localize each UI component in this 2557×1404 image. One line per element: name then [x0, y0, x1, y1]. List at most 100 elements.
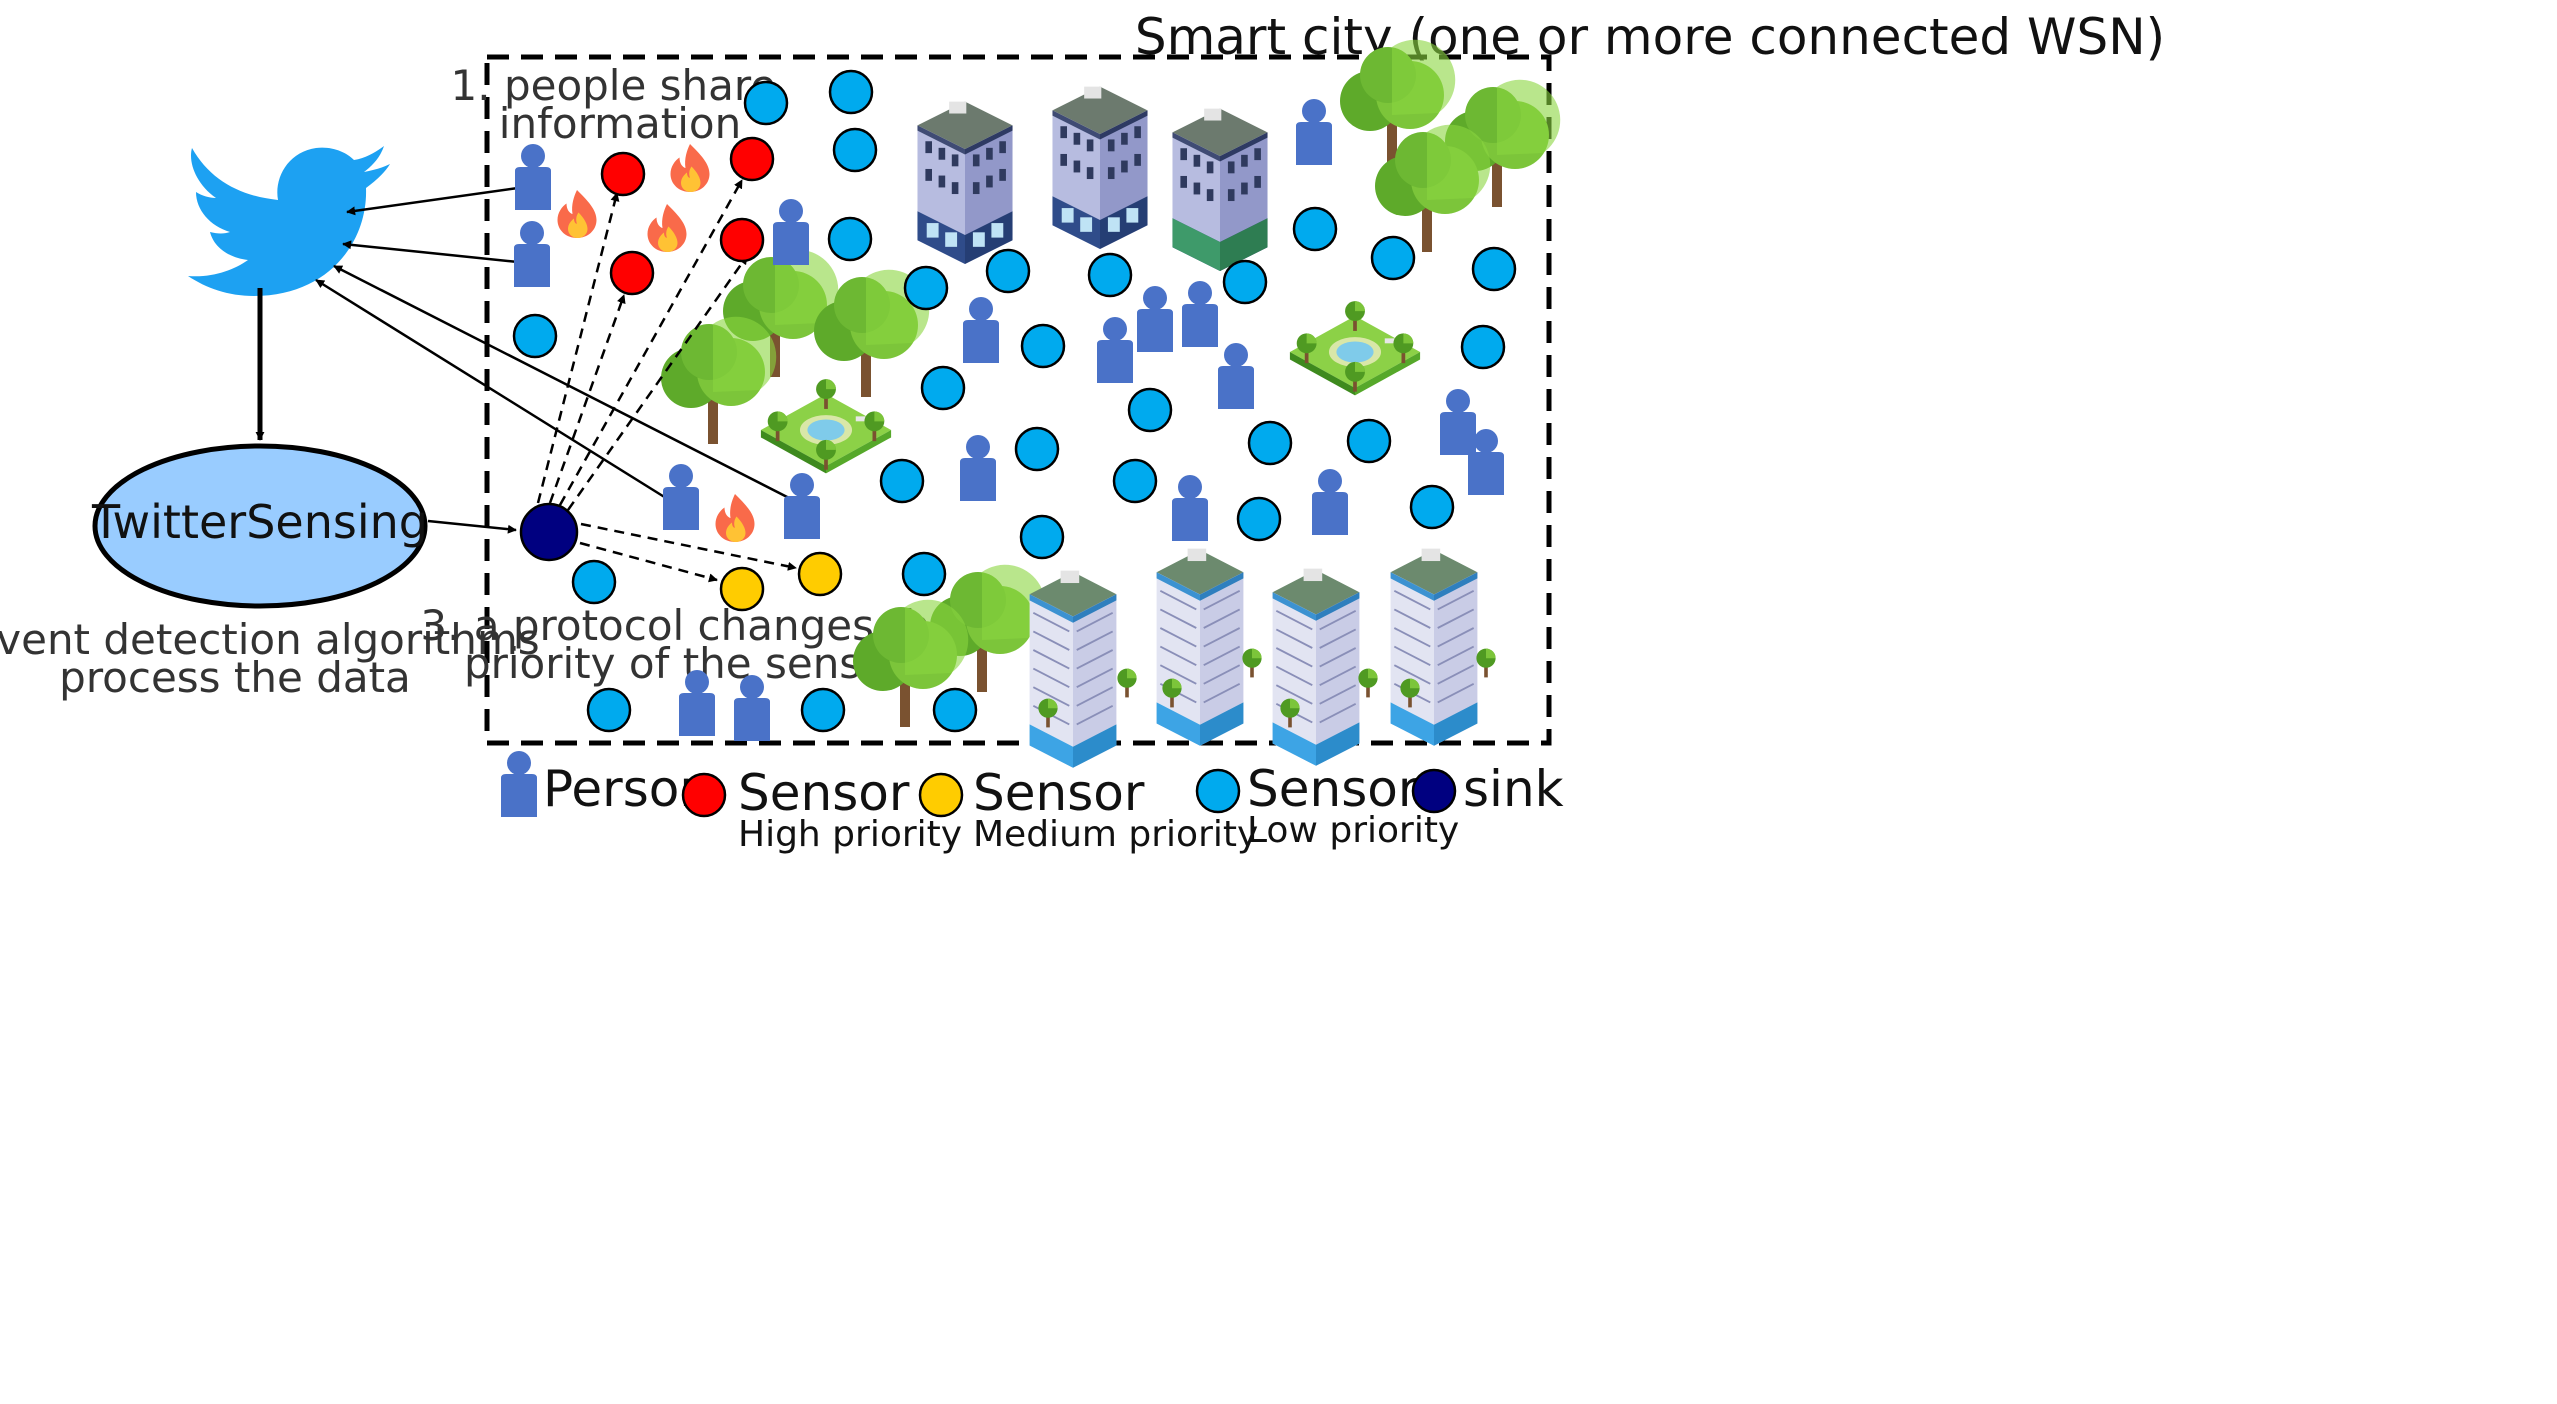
arrow-sink-to-sensor: [548, 294, 626, 504]
sensor-low-priority: [743, 80, 789, 126]
sensor-high-priority: [729, 136, 775, 182]
sensor-low-priority: [1014, 426, 1060, 472]
sensor-low-priority: [800, 687, 846, 733]
sensor-low-priority: [1019, 514, 1065, 560]
legend-low-sub: Low priority: [1247, 810, 1459, 851]
sensor-low-priority: [903, 265, 949, 311]
tree-icon: [1242, 648, 1262, 678]
arrow-person-to-twitter: [346, 186, 519, 216]
person-icon: [1312, 469, 1348, 535]
person-icon: [960, 435, 996, 501]
legend-high-label: Sensor: [738, 764, 910, 822]
sensor-low-priority: [827, 216, 873, 262]
sensor-low-priority: [1471, 246, 1517, 292]
legend-person-icon: [501, 751, 537, 817]
sensor-low-priority: [571, 559, 617, 605]
sensor-low-priority: [1346, 418, 1392, 464]
legend-sink-swatch: [1411, 768, 1457, 814]
person-icon: [963, 297, 999, 363]
sensor-high-priority: [600, 151, 646, 197]
person-icon: [663, 464, 699, 530]
arrow-sink-to-sensor: [579, 541, 718, 583]
person-icon: [514, 221, 550, 287]
step1-line1: 1. people share: [451, 61, 777, 110]
building-icon: [1052, 86, 1148, 249]
arrows: [255, 179, 797, 583]
twittersensing-label: TwitterSensing: [91, 495, 428, 549]
sensor-low-priority: [985, 248, 1031, 294]
person-icon: [1097, 317, 1133, 383]
legend-high-priority-swatch: [681, 772, 727, 818]
sensors: [512, 69, 1517, 733]
sensor-low-priority: [1112, 458, 1158, 504]
step1-line2: information: [499, 99, 741, 148]
legend-sink-label: sink: [1463, 760, 1564, 818]
arrow-twittersensing-to-sink: [427, 519, 517, 534]
smart-city-boundary: [484, 54, 1552, 746]
legend: Person Sensor High priority Sensor Mediu…: [501, 751, 1564, 855]
scenery: [661, 39, 1561, 769]
person-icon: [1172, 475, 1208, 541]
twittersensing-node: [92, 443, 428, 609]
arrow-sink-to-sensor: [580, 522, 797, 571]
step2-label: 2. event detection algorithms process th…: [0, 615, 553, 702]
fire-icon: [557, 190, 597, 238]
sensor-medium-priority: [719, 566, 765, 612]
sensor-high-priority: [719, 217, 765, 263]
person-icon: [515, 144, 551, 210]
sensor-low-priority: [1370, 235, 1416, 281]
sensor-low-priority: [832, 127, 878, 173]
sensor-low-priority: [1409, 484, 1455, 530]
arrow-person-to-twitter: [333, 264, 794, 502]
sensor-low-priority: [1460, 324, 1506, 370]
sensor-low-priority: [1236, 496, 1282, 542]
sensor-low-priority: [586, 687, 632, 733]
tower-building-icon: [1389, 547, 1479, 747]
person-icon: [1440, 389, 1476, 455]
sensor-low-priority: [1127, 387, 1173, 433]
arrow-person-to-twitter: [315, 278, 667, 500]
sensor-low-priority: [512, 313, 558, 359]
person-icon: [773, 199, 809, 265]
person-icon: [1218, 343, 1254, 409]
legend-low-label: Sensor: [1247, 760, 1419, 818]
arrow-sink-to-sensor: [558, 179, 744, 506]
sensor-high-priority: [609, 250, 655, 296]
tree-icon: [1476, 648, 1496, 678]
tower-building-icon: [1271, 567, 1361, 767]
park-icon: [760, 379, 892, 474]
twitter-bird-icon: [188, 146, 390, 296]
tree-icon: [1117, 668, 1137, 698]
step1-label: 1. people share information: [451, 61, 790, 148]
park-icon: [1289, 301, 1421, 396]
legend-medium-label: Sensor: [973, 764, 1145, 822]
sensor-low-priority: [901, 551, 947, 597]
legend-medium-sub: Medium priority: [973, 814, 1258, 855]
arrow-sink-to-sensor: [536, 192, 620, 504]
building-icon: [1172, 108, 1268, 271]
sensor-low-priority: [1222, 259, 1268, 305]
legend-medium-priority-swatch: [918, 772, 964, 818]
sensor-low-priority: [1020, 323, 1066, 369]
legend-high-sub: High priority: [738, 814, 962, 855]
sensor-low-priority: [1087, 252, 1133, 298]
sensor-low-priority: [1247, 420, 1293, 466]
fire-icon: [647, 204, 687, 252]
step2-line2: process the data: [59, 653, 411, 702]
sink-node: [519, 502, 579, 562]
legend-low-priority-swatch: [1195, 768, 1241, 814]
arrow-sink-to-sensor: [566, 255, 749, 511]
person-icon: [1137, 286, 1173, 352]
step2-line1: 2. event detection algorithms: [0, 615, 540, 664]
sensor-low-priority: [920, 365, 966, 411]
tree-icon: [661, 316, 777, 444]
tower-building-icon: [1155, 547, 1245, 747]
sensor-low-priority: [828, 69, 874, 115]
sensor-low-priority: [932, 687, 978, 733]
sensor-low-priority: [879, 458, 925, 504]
sensor-medium-priority: [797, 551, 843, 597]
person-icon: [1182, 281, 1218, 347]
tower-building-icon: [1028, 569, 1118, 769]
fire-icon: [670, 144, 710, 192]
person-icon: [1296, 99, 1332, 165]
